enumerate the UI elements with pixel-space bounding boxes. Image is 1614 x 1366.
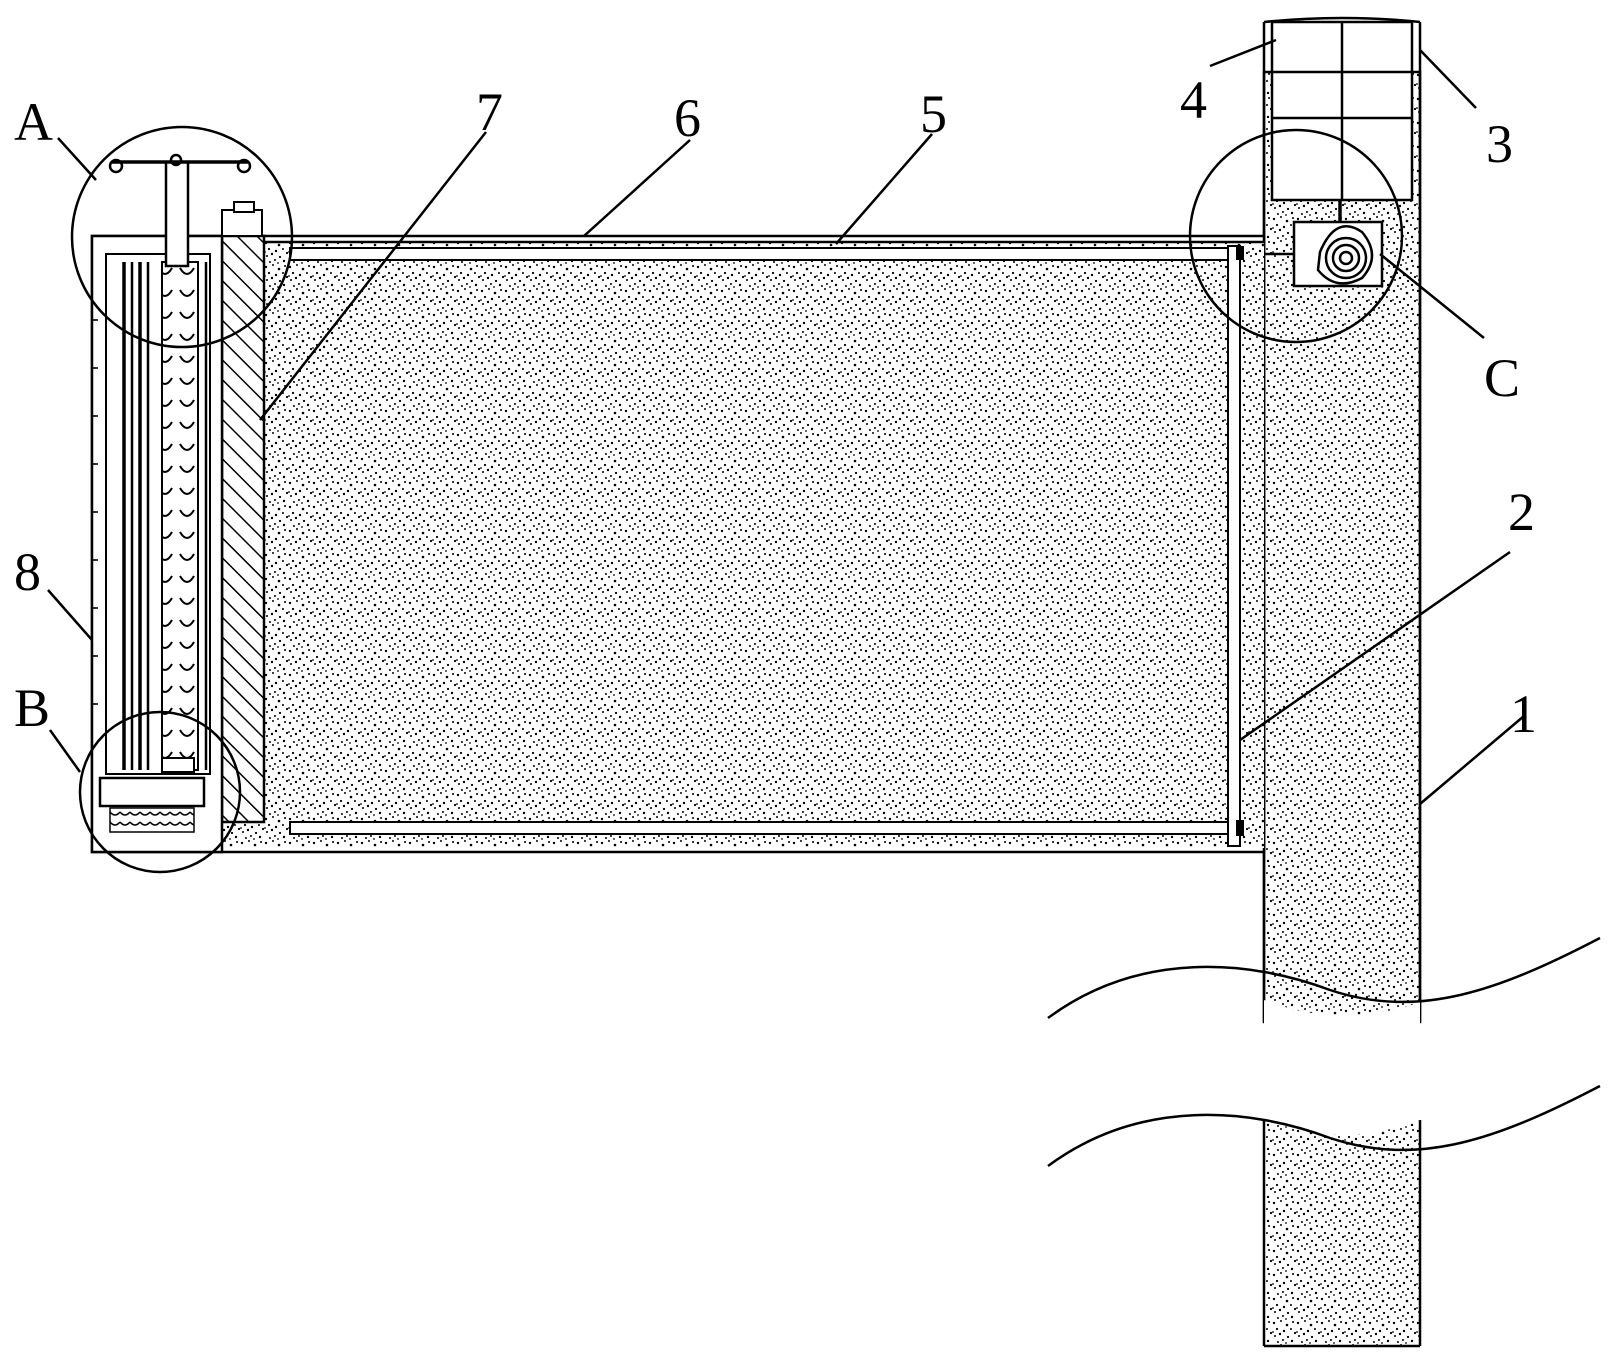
detail-circle-a: [70, 125, 294, 349]
main-frame: [90, 234, 1266, 854]
t-handle: [108, 153, 252, 268]
label-c: C: [1484, 348, 1520, 408]
detail-circle-c: [1188, 128, 1404, 344]
label-3: 3: [1486, 114, 1513, 174]
label-2: 2: [1508, 482, 1535, 542]
label-5: 5: [920, 84, 947, 144]
vertical-rod: [1227, 245, 1244, 847]
break-lines: [1047, 936, 1601, 1168]
leader-lines: [47, 38, 1525, 805]
detail-circle-b: [78, 710, 242, 874]
left-housing: [90, 234, 224, 854]
lower-rail: [289, 821, 1241, 835]
reel-motor: [1240, 200, 1384, 288]
label-8: 8: [14, 542, 41, 602]
label-4: 4: [1180, 70, 1207, 130]
label-1: 1: [1510, 684, 1537, 744]
label-6: 6: [674, 88, 701, 148]
bottom-spring: [98, 757, 206, 833]
label-7: 7: [476, 82, 503, 142]
post-lower: [1262, 1120, 1422, 1348]
hatched-wall: [220, 201, 266, 824]
label-a: A: [14, 92, 53, 152]
top-box: [1270, 20, 1414, 202]
label-b: B: [14, 678, 50, 738]
